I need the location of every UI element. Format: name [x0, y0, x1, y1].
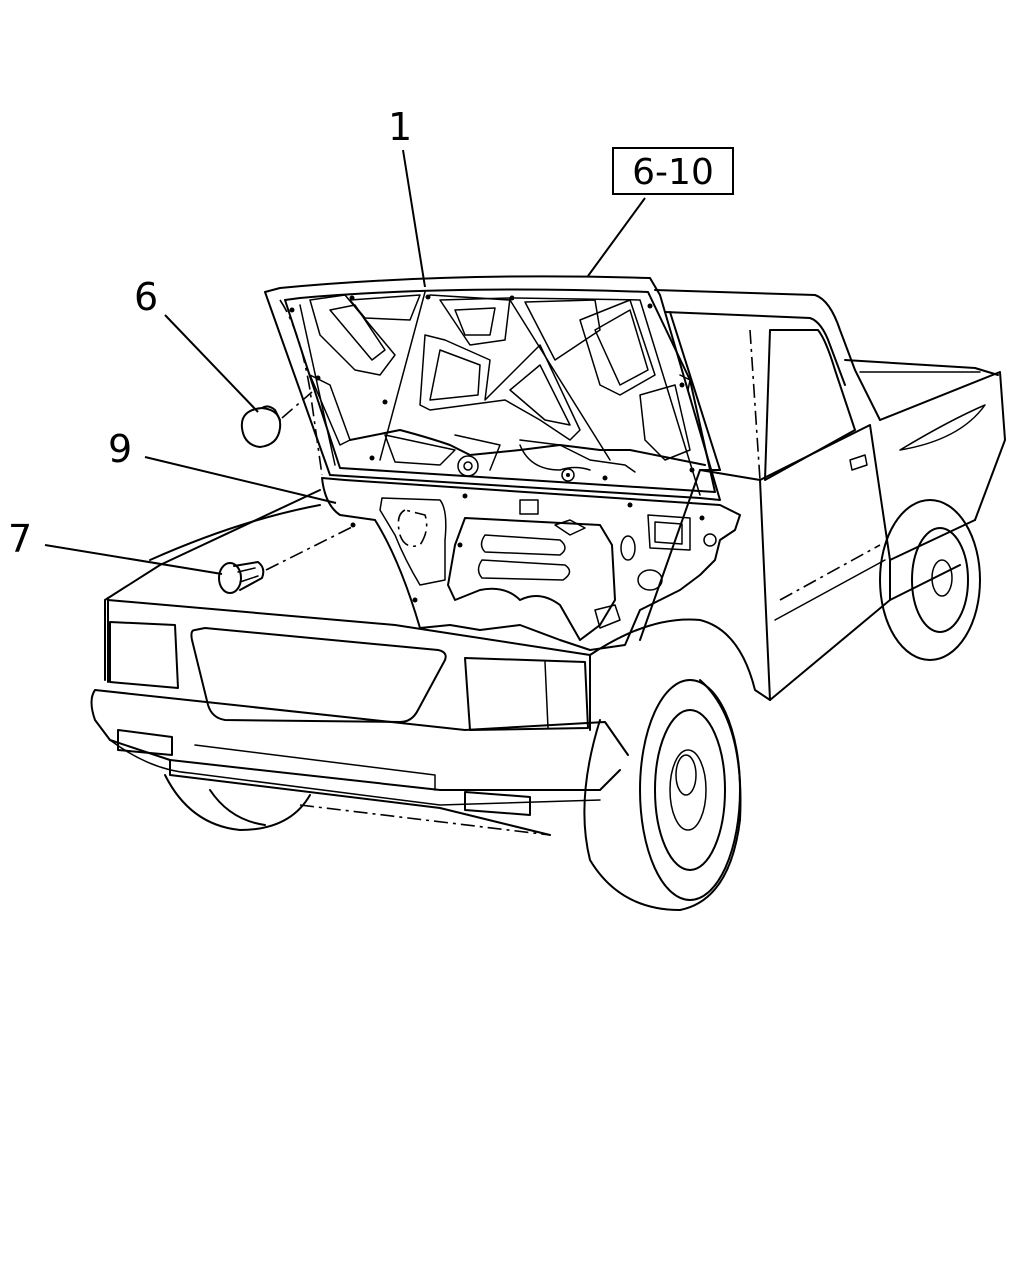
callout-label-9: 9 [108, 427, 132, 471]
rear-wheel [879, 499, 981, 661]
callout-label-1: 1 [388, 105, 412, 149]
reference-box-label: 6-10 [632, 152, 714, 193]
callout-label-7: 7 [8, 517, 32, 561]
leader-lines [44, 149, 646, 575]
front-wheel [583, 679, 742, 911]
clip-part-7 [218, 526, 353, 594]
callout-label-6: 6 [134, 275, 158, 319]
truck-body [90, 289, 1006, 911]
engine-insulator-panel [321, 477, 741, 651]
reference-box[interactable]: 6-10 [612, 147, 734, 195]
clip-part-6 [240, 391, 313, 448]
hood-panel [264, 275, 721, 501]
